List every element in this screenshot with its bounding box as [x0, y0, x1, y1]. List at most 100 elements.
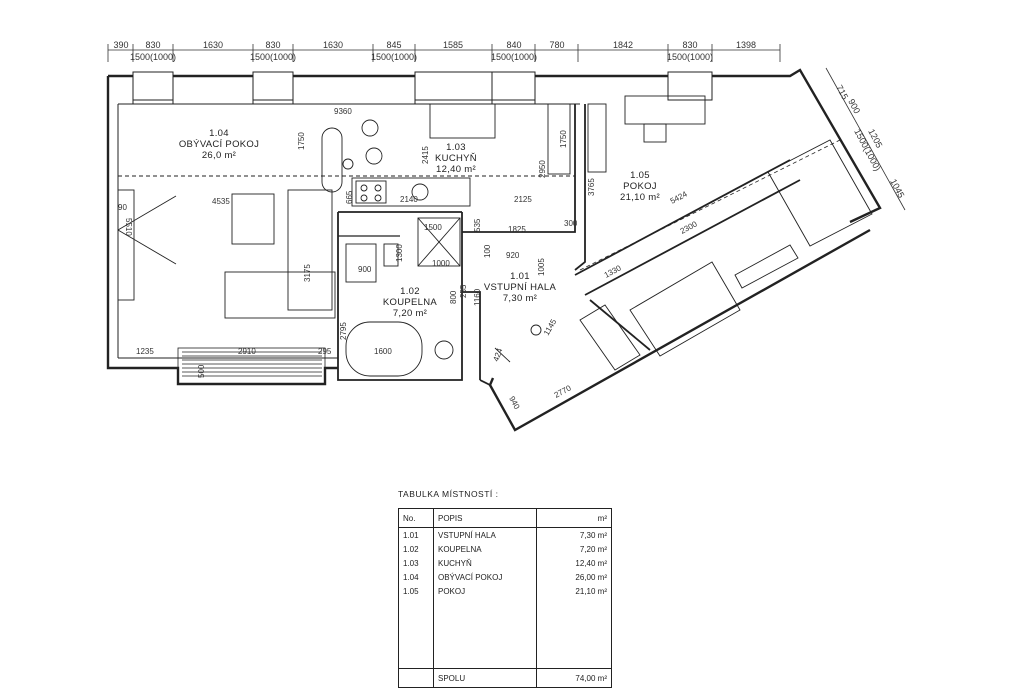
dim-1300: 1300 [395, 244, 404, 262]
dim-2125: 2125 [514, 195, 532, 204]
dim-1160: 1160 [473, 288, 482, 306]
dim-2795: 2795 [339, 322, 348, 340]
windows [132, 71, 713, 105]
coat-hook-icon [530, 324, 542, 336]
dim-500: 500 [197, 364, 206, 378]
dim-300: 300 [564, 219, 578, 228]
dim-3765: 3765 [587, 178, 596, 196]
dim-top-6: 845 [386, 40, 401, 50]
bedroom-furniture [587, 95, 873, 357]
coffee-table [231, 193, 275, 245]
dim-top-3: 1630 [203, 40, 223, 50]
dim-295: 295 [318, 347, 332, 356]
header-unit: m² [536, 508, 612, 528]
dim-window-4: 1500(1000) [491, 52, 537, 62]
row-area: 21,10 m² [536, 584, 612, 598]
table-row: 1.05 POKOJ 21,10 m² [398, 584, 612, 598]
washbasin-icon [434, 340, 454, 360]
shelf [734, 244, 799, 289]
dim-900: 900 [358, 265, 372, 274]
dining-table [321, 127, 343, 193]
dim-2950: 2950 [538, 160, 547, 178]
dim-3175: 3175 [303, 264, 312, 282]
table-row: 1.04 OBÝVACÍ POKOJ 26,00 m² [398, 570, 612, 584]
room-table: No. POPIS m² 1.01 VSTUPNÍ HALA 7,30 m² 1… [398, 508, 612, 688]
chair-icon [365, 147, 383, 165]
row-area: 12,40 m² [536, 556, 612, 570]
dim-2415: 2415 [421, 146, 430, 164]
dim-2140: 2140 [400, 195, 418, 204]
right-dimension-line: 715 900 1205 1500(1000) 1045 [825, 67, 906, 211]
chair-icon [361, 119, 379, 137]
dim-1330: 1330 [603, 263, 623, 280]
room-1-02-area: 7,20 m² [393, 308, 427, 319]
plant-icon [342, 158, 354, 170]
dim-window-2: 1500(1000) [250, 52, 296, 62]
row-desc: KUCHYŇ [438, 558, 472, 568]
table-row: 1.03 KUCHYŇ 12,40 m² [398, 556, 612, 570]
dim-window-3: 1500(1000) [371, 52, 417, 62]
room-1-03-area: 12,40 m² [436, 164, 476, 175]
sofa-bed [629, 261, 741, 357]
dim-top-9: 780 [549, 40, 564, 50]
stove-icon [355, 180, 387, 204]
dim-920: 920 [506, 251, 520, 260]
dim-5510: 5510 [124, 218, 133, 236]
bathtub-icon [345, 321, 423, 377]
row-desc: OBÝVACÍ POKOJ [438, 572, 503, 582]
room-1-05-number: 1.05 [630, 170, 650, 181]
room-1-01-name: VSTUPNÍ HALA [484, 282, 557, 293]
tv-cabinet [117, 189, 135, 301]
sink-icon [411, 183, 429, 201]
dim-right-5: 1045 [888, 177, 906, 199]
dim-top-10: 1842 [613, 40, 633, 50]
shower-icon [417, 217, 461, 267]
row-desc: KOUPELNA [438, 544, 482, 554]
room-1-05-name: POKOJ [623, 181, 657, 192]
dim-2300: 2300 [679, 219, 699, 236]
dim-1005: 1005 [537, 258, 546, 276]
dim-top-8: 840 [506, 40, 521, 50]
table-total-row: SPOLU 74,00 m² [398, 668, 612, 688]
dim-1600: 1600 [374, 347, 392, 356]
dim-800: 800 [449, 290, 458, 304]
balcony [177, 347, 326, 385]
living-room-furniture [117, 119, 383, 319]
fridge [547, 103, 571, 175]
dim-top-11: 830 [682, 40, 697, 50]
dim-255: 255 [459, 284, 468, 298]
dim-5424: 5424 [669, 189, 689, 206]
room-1-03-number: 1.03 [446, 142, 466, 153]
room-1-01-number: 1.01 [510, 271, 530, 282]
room-table-header: No. POPIS m² [398, 508, 612, 528]
dim-1750a: 1750 [297, 132, 306, 150]
armchair [287, 189, 333, 311]
room-1-05-area: 21,10 m² [620, 192, 660, 203]
row-no: 1.05 [398, 584, 434, 598]
row-area: 26,00 m² [536, 570, 612, 584]
room-table-title: TABULKA MÍSTNOSTÍ : [398, 489, 499, 499]
row-no: 1.01 [398, 527, 434, 542]
kitchen-island [429, 103, 496, 139]
dim-top-5: 1630 [323, 40, 343, 50]
dim-right-2: 900 [846, 97, 862, 115]
room-1-01-area: 7,30 m² [503, 293, 537, 304]
row-no: 1.03 [398, 556, 434, 570]
room-1-02-name: KOUPELNA [383, 297, 438, 308]
row-area: 7,30 m² [536, 527, 612, 542]
row-no: 1.02 [398, 542, 434, 556]
room-1-03-name: KUCHYŇ [435, 153, 477, 164]
table-spacer [398, 598, 612, 669]
room-1-04-area: 26,0 m² [202, 150, 236, 161]
dim-424: 424 [491, 347, 504, 363]
dim-top-2: 830 [145, 40, 160, 50]
total-label: SPOLU [433, 668, 537, 688]
wardrobe [587, 103, 607, 173]
kitchen-fittings [351, 103, 571, 207]
hall-fittings [494, 304, 641, 371]
row-area: 7,20 m² [536, 542, 612, 556]
room-1-02-number: 1.02 [400, 286, 420, 297]
dim-top-7: 1585 [443, 40, 463, 50]
dim-9360: 9360 [334, 107, 352, 116]
